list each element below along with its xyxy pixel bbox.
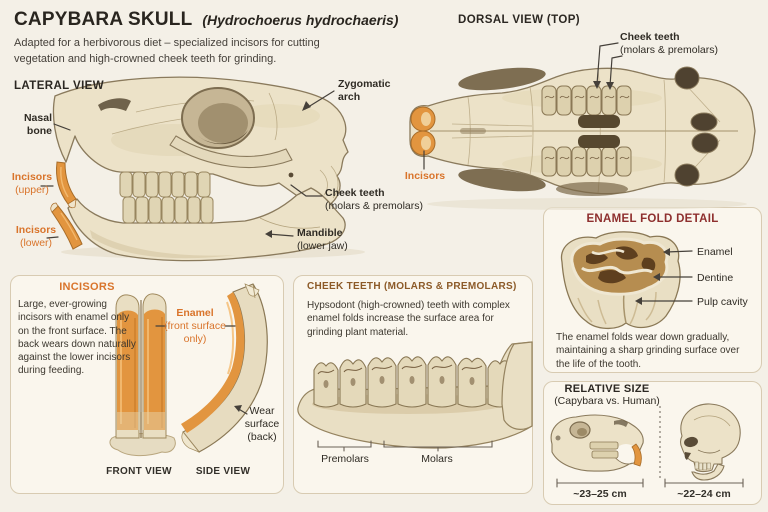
- nasal-bone-label: Nasal bone: [23, 112, 52, 137]
- enamel-panel-heading: ENAMEL FOLD DETAIL: [586, 213, 719, 225]
- lateral-skull-illustration: [50, 76, 365, 262]
- cheek-teeth-lateral-label: Cheek teeth (molars & premolars): [325, 187, 424, 212]
- page-subtitle: Adapted for a herbivorous diet – special…: [14, 37, 320, 65]
- cheek-teeth-panel-heading: CHEEK TEETH (MOLARS & PREMOLARS): [307, 281, 517, 292]
- human-mini-skull-illustration: [659, 403, 741, 481]
- capybara-mini-skull-illustration: [550, 414, 644, 472]
- human-measurement: ~22–24 cm: [677, 488, 731, 500]
- molars-label: Molars: [421, 453, 453, 465]
- size-panel-heading-block: RELATIVE SIZE (Capybara vs. Human): [545, 383, 669, 408]
- incisors-panel-body: Large, ever-growing incisors with enamel…: [18, 299, 136, 377]
- incisor-front-view-illustration: [109, 293, 176, 457]
- page-title: CAPYBARA SKULL (Hydrochoerus hydrochaeri…: [14, 9, 398, 31]
- capybara-measurement: ~23–25 cm: [573, 488, 627, 500]
- premolars-label: Premolars: [321, 453, 369, 465]
- incisors-lower-label: Incisors (lower): [15, 224, 57, 249]
- lateral-view-heading: LATERAL VIEW: [14, 80, 104, 92]
- zygomatic-arch-label: Zygomatic arch: [338, 78, 391, 103]
- enamel-label: Enamel: [697, 246, 733, 258]
- cheek-teeth-jaw-illustration: [297, 341, 533, 449]
- incisors-upper-label: Incisors (upper): [11, 171, 53, 196]
- dorsal-view-heading: DORSAL VIEW (TOP): [458, 14, 581, 26]
- size-panel-heading: RELATIVE SIZE: [564, 383, 650, 395]
- dorsal-incisors: [410, 106, 436, 156]
- mandible-label: Mandible (lower jaw): [297, 227, 348, 252]
- enamel-front-label: Enamel (front surface only): [164, 307, 226, 345]
- pulp-cavity-label: Pulp cavity: [697, 296, 748, 308]
- enamel-fold-illustration: [560, 231, 681, 330]
- species-name: (Hydrochoerus hydrochaeris): [202, 12, 399, 28]
- incisors-panel-heading: INCISORS: [59, 281, 115, 293]
- enamel-panel-caption: The enamel folds wear down gradually, ma…: [556, 332, 740, 370]
- dentine-label: Dentine: [697, 272, 734, 284]
- front-view-caption: FRONT VIEW: [106, 466, 172, 477]
- dorsal-incisors-label: Incisors: [404, 170, 446, 182]
- cheek-teeth-panel-body: Hypsodont (high-crowned) teeth with comp…: [307, 300, 510, 338]
- lateral-lower-incisor: [50, 202, 83, 250]
- lateral-upper-incisor: [56, 161, 77, 209]
- dorsal-skull-illustration: [409, 66, 756, 210]
- cheek-teeth-dorsal-label: Cheek teeth (molars & premolars): [620, 31, 719, 56]
- main-title: CAPYBARA SKULL: [14, 9, 193, 30]
- size-panel-subheading: (Capybara vs. Human): [554, 395, 660, 407]
- side-view-caption: SIDE VIEW: [195, 466, 251, 477]
- wear-surface-label: Wear surface (back): [244, 405, 280, 443]
